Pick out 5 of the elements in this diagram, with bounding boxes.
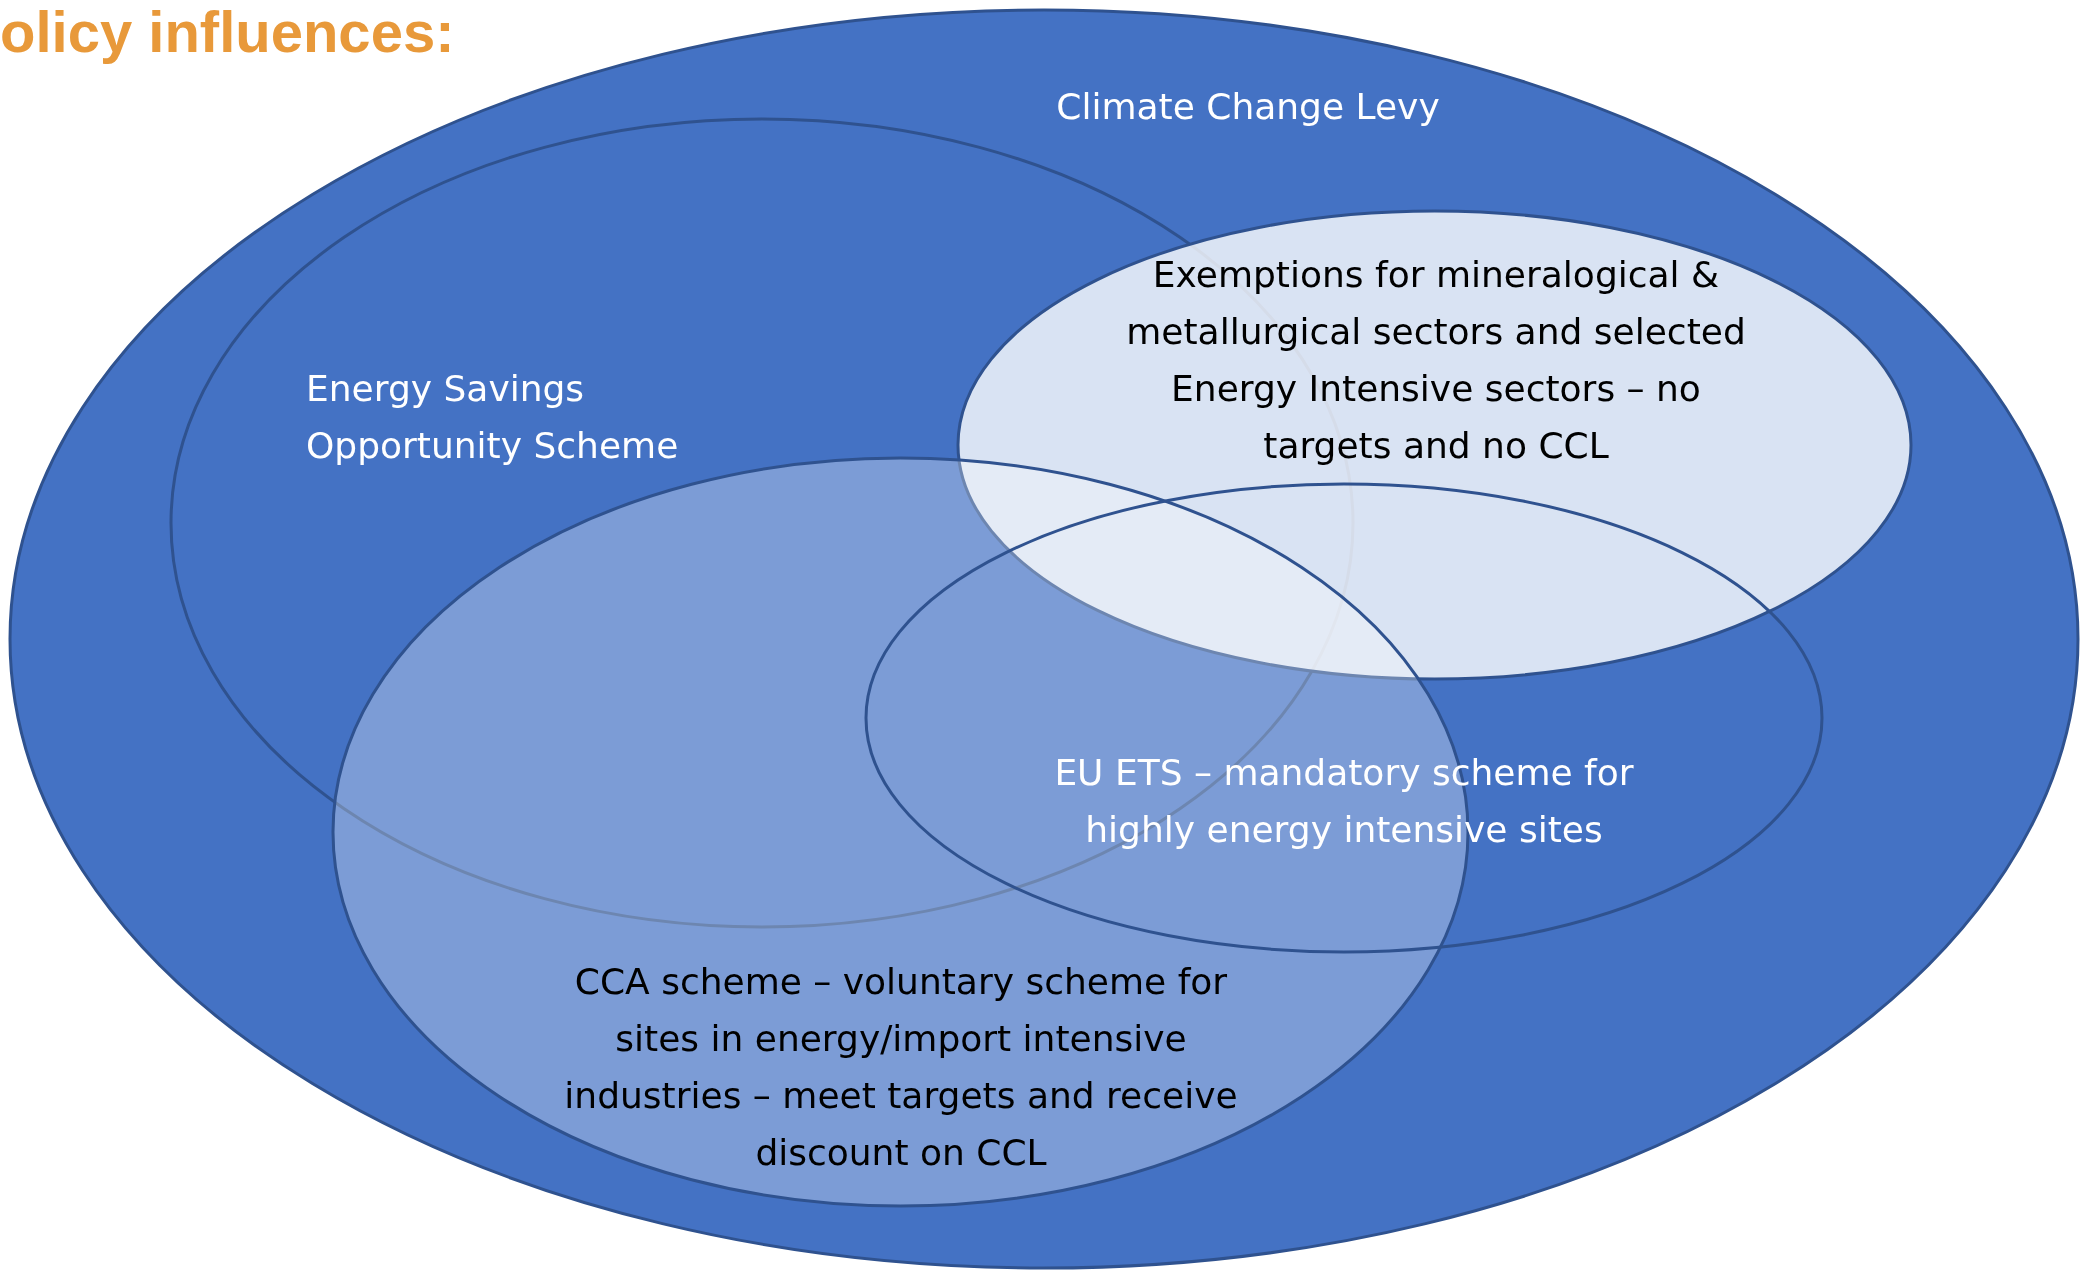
ellipse-label: Exemptions for mineralogical & metallurgical sectors and selected Energy Intensive sectors – no targets and no CCL [1126, 253, 1746, 468]
ellipse-label: Energy Savings Opportunity Scheme [306, 367, 680, 468]
heading: olicy influences: [0, 0, 455, 64]
ellipse-label: CCA scheme – voluntary scheme for sites in energy/import intensive industries – meet targets and receive discount on CCL [563, 960, 1239, 1175]
ellipse-label: Climate Change Levy [1055, 85, 1441, 129]
